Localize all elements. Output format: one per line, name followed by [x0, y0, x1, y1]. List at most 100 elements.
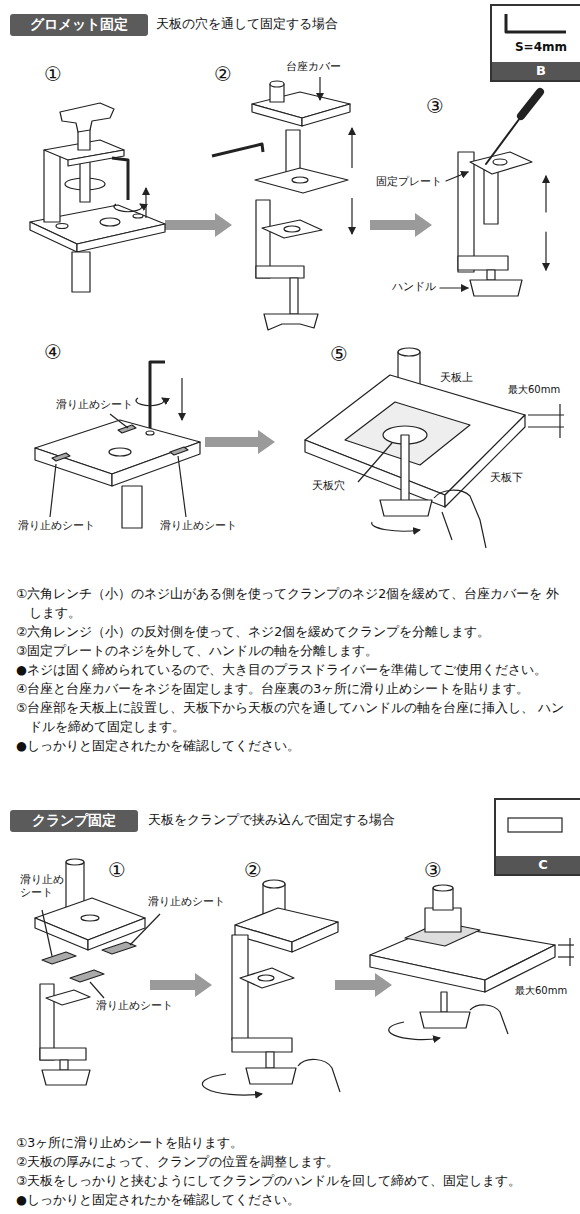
step-arrow-part — [165, 213, 232, 237]
desk-top-part — [433, 885, 453, 891]
exploded-clamp-part — [42, 1070, 90, 1085]
instruction-text: ⑤台座部を天板上に設置し、天板下から天板の穴を通してハンドルの軸を台座に挿入し、… — [16, 698, 571, 736]
exploded-clamp-part — [66, 859, 84, 865]
instruction-text: ●しっかりと固定されたかを確認してください。 — [16, 736, 571, 755]
part-label: 台座カバー — [286, 61, 341, 74]
exploded-clamp-part — [270, 81, 284, 87]
clamp-body-part — [470, 280, 522, 296]
clamp-assembly-part — [232, 1038, 292, 1052]
clamp-assembly — [232, 880, 338, 1084]
leader-line-part — [372, 522, 420, 531]
clamp-body-part — [458, 152, 474, 272]
leader-line-part — [558, 956, 574, 957]
screwdriver — [440, 92, 546, 288]
leader-line-part — [569, 938, 570, 966]
motion-arrow-part — [351, 198, 352, 234]
step-arrow-part — [150, 973, 212, 997]
leader-line-part — [528, 426, 564, 427]
desk-top-part — [401, 435, 409, 501]
base-plate-part — [122, 486, 142, 528]
exploded-clamp-part — [256, 266, 304, 278]
exploded-clamp-part — [262, 220, 322, 238]
tool-size: S=4mm — [492, 40, 580, 54]
clamp-assembly-part — [246, 1068, 296, 1084]
hex-key-part — [181, 378, 182, 420]
exploded-clamp-part — [70, 970, 104, 982]
clamp-body-part — [458, 256, 508, 270]
hex-key — [112, 158, 146, 218]
hex-key-part — [110, 414, 128, 428]
tool-code: B — [492, 62, 580, 80]
clamp-assembly-part — [80, 160, 90, 202]
exploded-clamp-part — [40, 1048, 86, 1060]
desk-top-part — [441, 992, 447, 1012]
clamp-assembly-part — [72, 252, 90, 292]
tool-icon-part — [508, 818, 562, 832]
clamp-assembly — [30, 103, 165, 292]
hex-key-part — [136, 398, 164, 406]
motion-arrow-part — [298, 1059, 340, 1092]
leader-line — [389, 938, 574, 1040]
callout-number: ④ — [44, 342, 62, 362]
hex-key-part — [178, 456, 186, 517]
part-label: 滑り止め シート — [20, 874, 78, 899]
step-arrow-part — [370, 213, 432, 237]
base-plate — [35, 420, 200, 528]
exploded-clamp — [252, 81, 350, 330]
screwdriver-part — [440, 287, 468, 288]
header-text: クランプ固定 — [32, 812, 116, 830]
instruction-text: ③固定プレートのネジを外して、ハンドルの軸を分離します。 — [16, 641, 571, 660]
desk-top-part — [485, 945, 555, 992]
screwdriver-part — [521, 92, 540, 116]
desk-top — [370, 885, 555, 1028]
clamp-assembly-part — [56, 224, 68, 229]
part-label: 滑り止めシート — [148, 896, 225, 909]
exploded-clamp-part — [284, 226, 300, 232]
exploded-clamp-part — [46, 990, 90, 1005]
hex-key-part — [150, 362, 165, 428]
section-header: グロメット固定 — [10, 14, 148, 36]
leader-line-part — [528, 414, 564, 415]
part-label: 滑り止めシート — [96, 1000, 173, 1013]
motion-arrow-part — [351, 128, 352, 168]
part-label: 天板穴 — [312, 480, 345, 493]
exploded-clamp-part — [66, 862, 84, 908]
instruction-text: ①3ヶ所に滑り止めシートを貼ります。 — [16, 1133, 571, 1152]
screwdriver-part — [545, 232, 546, 270]
part-label: 滑り止めシート — [160, 520, 237, 533]
exploded-clamp-part — [286, 130, 300, 174]
part-label: 固定プレート — [376, 176, 442, 189]
instruction-text: ①六角レンチ（小）のネジ山がある側を使ってクランプのネジ2個を緩めて、台座カバー… — [16, 584, 571, 622]
step-arrow — [150, 213, 432, 997]
exploded-clamp-part — [292, 177, 308, 183]
desk-top-part — [425, 908, 461, 932]
hex-key-part — [50, 464, 56, 517]
clamp-assembly-part — [232, 935, 248, 1040]
callout-number: ⑤ — [330, 344, 348, 364]
tool-code: C — [496, 856, 580, 874]
exploded-clamp-part — [302, 104, 350, 126]
part-label: 天板下 — [490, 472, 523, 485]
base-plate-part — [118, 425, 136, 433]
callout-number: ② — [244, 860, 262, 880]
clamp-assembly-part — [292, 922, 338, 952]
clamp-assembly-part — [266, 1052, 274, 1068]
exploded-clamp-part — [35, 918, 88, 950]
leader-line-part — [90, 982, 104, 998]
motion-arrow — [202, 1059, 340, 1095]
callout-number: ① — [44, 64, 62, 84]
clamp-assembly-part — [133, 214, 143, 218]
part-label: 滑り止めシート — [56, 399, 133, 412]
leader-line-part — [130, 914, 160, 945]
tool-icon-part — [506, 14, 566, 32]
instruction-text: ④台座と台座カバーをネジを固定します。台座裏の3ヶ所に滑り止めシートを貼ります。 — [16, 679, 571, 698]
instruction-text: ●ネジは固く締められているので、大き目のプラスドライバーを準備してご使用ください… — [16, 660, 571, 679]
hex-key-part — [114, 204, 142, 212]
motion-arrow — [212, 77, 352, 234]
part-label: ハンドル — [392, 281, 436, 294]
header-text: グロメット固定 — [30, 16, 128, 34]
exploded-clamp-part — [290, 278, 298, 314]
motion-arrow-part — [212, 144, 263, 156]
tool-box: S=4mmB — [490, 4, 580, 82]
